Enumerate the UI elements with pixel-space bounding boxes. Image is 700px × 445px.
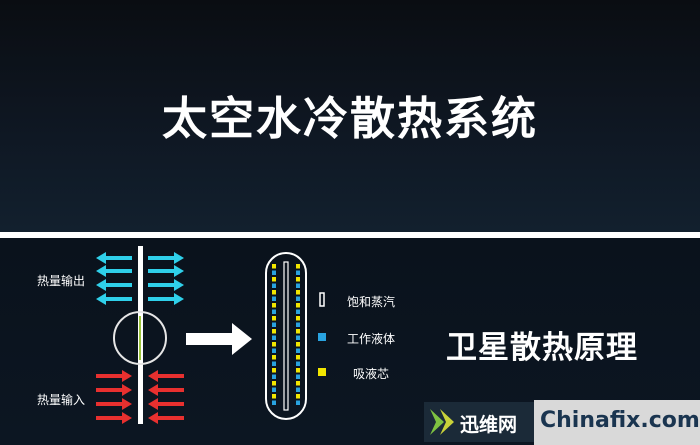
wick-cell [296, 277, 300, 282]
wick-cell [296, 387, 300, 392]
legend-wick-label: 吸液芯 [353, 367, 390, 381]
wick-cell [272, 394, 276, 399]
zoom-ring [113, 311, 167, 365]
wick-cell [272, 374, 276, 379]
legend-vapor-label: 饱和蒸汽 [347, 295, 396, 309]
wick-cell [272, 348, 276, 353]
right-arrow [186, 323, 252, 355]
pipe-capsule [265, 252, 307, 420]
inflow-arrow-right-0-head [148, 370, 158, 382]
wick-cell [272, 329, 276, 334]
wick-cell [272, 303, 276, 308]
wick-cell [272, 400, 276, 405]
divider [0, 232, 700, 238]
inflow-arrow-left-3-head [122, 412, 132, 424]
wick-cell [272, 309, 276, 314]
heat-output-label: 热量输出 [37, 274, 86, 288]
wick-cell [272, 296, 276, 301]
wick-cell [296, 264, 300, 269]
outflow-arrow-right-0-head [174, 252, 184, 264]
inflow-arrow-right-3-head [148, 412, 158, 424]
wick-cell [272, 361, 276, 366]
wick-cell [272, 387, 276, 392]
outflow-arrow-right-3-head [174, 293, 184, 305]
wick-cell [296, 283, 300, 288]
wick-cell [272, 277, 276, 282]
title-panel: 太空水冷散热系统 [0, 0, 700, 232]
heat-input-label: 热量输入 [37, 393, 86, 407]
wick-cell [296, 303, 300, 308]
wick-cell [296, 381, 300, 386]
wick-cell [272, 270, 276, 275]
wick-cell [272, 342, 276, 347]
heat-input-arrows [96, 370, 184, 424]
wick-cell [296, 368, 300, 373]
legend-swatch-wick [318, 368, 326, 376]
wick-cell [296, 335, 300, 340]
outflow-arrow-right-2-head [174, 279, 184, 291]
wick-cell [296, 296, 300, 301]
wick-cell [296, 309, 300, 314]
wick-cell [296, 355, 300, 360]
wick-cell [272, 290, 276, 295]
wick-cell [272, 283, 276, 288]
wick-cell [296, 316, 300, 321]
wick-cell [272, 264, 276, 269]
inflow-arrow-left-2-head [122, 398, 132, 410]
outflow-arrow-left-3-head [96, 293, 106, 305]
wick-cell [296, 290, 300, 295]
heat-output-arrows [96, 252, 184, 305]
outflow-arrow-left-1-head [96, 265, 106, 277]
wick-cell [296, 394, 300, 399]
wick-cell [272, 355, 276, 360]
wick-pattern [272, 264, 300, 405]
wick-cell [296, 270, 300, 275]
wick-cell [296, 400, 300, 405]
wick-cell [296, 348, 300, 353]
wick-cell [272, 316, 276, 321]
legend-swatch-liquid [318, 333, 326, 341]
wick-cell [296, 374, 300, 379]
inflow-arrow-right-2-head [148, 398, 158, 410]
wick-cell [296, 322, 300, 327]
inflow-arrow-right-1-head [148, 384, 158, 396]
outflow-arrow-left-0-head [96, 252, 106, 264]
wick-cell [272, 368, 276, 373]
inflow-arrow-left-0-head [122, 370, 132, 382]
legend-swatch-vapor [319, 292, 325, 307]
inflow-arrow-left-1-head [122, 384, 132, 396]
watermark-left: 迅维网 [424, 402, 534, 442]
wick-cell [272, 335, 276, 340]
wick-cell [272, 322, 276, 327]
watermark: 迅维网 Chinafix.com [424, 400, 700, 445]
principle-title: 卫星散热原理 [446, 330, 638, 366]
outflow-arrow-left-2-head [96, 279, 106, 291]
watermark-logo-icon [430, 409, 454, 435]
watermark-cn-text: 迅维网 [460, 414, 518, 436]
watermark-right: Chinafix.com [534, 400, 700, 445]
wick-cell [272, 381, 276, 386]
legend-liquid-label: 工作液体 [347, 332, 396, 346]
vapor-core [283, 261, 289, 411]
wick-cell [296, 342, 300, 347]
page-title: 太空水冷散热系统 [161, 92, 538, 145]
outflow-arrow-right-1-head [174, 265, 184, 277]
watermark-en-text: Chinafix.com [540, 408, 700, 433]
wick-cell [296, 361, 300, 366]
wick-cell [296, 329, 300, 334]
